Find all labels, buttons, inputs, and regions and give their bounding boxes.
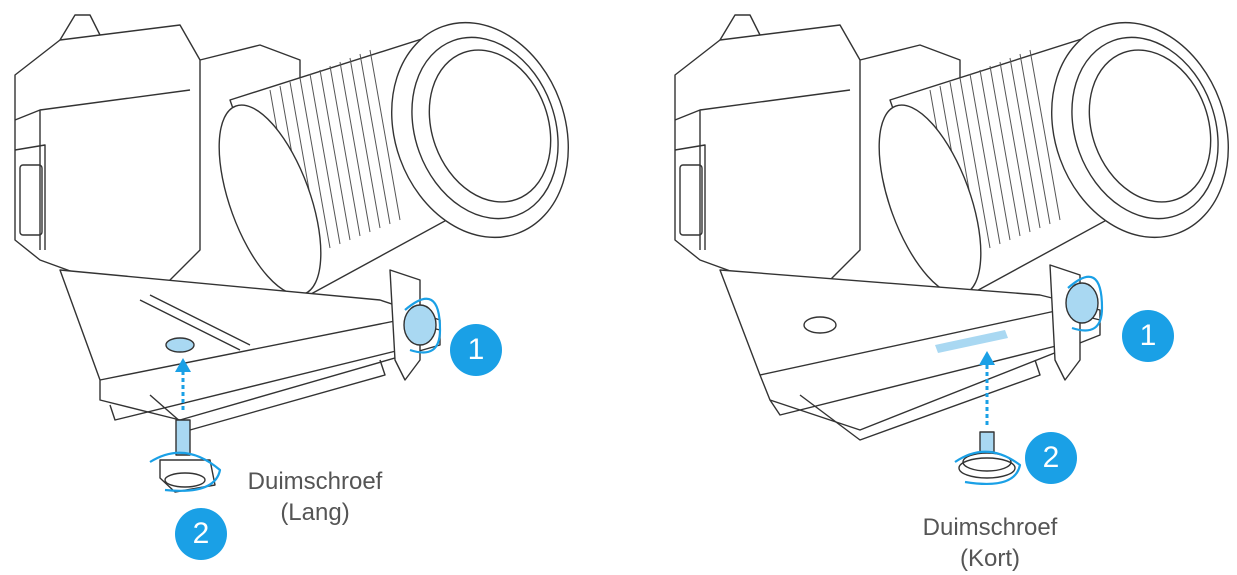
step-2-badge: 2 [175, 508, 227, 560]
rotate-arrow-icon [954, 450, 1022, 486]
dotted-arrow-icon [175, 358, 191, 410]
rotate-arrow-icon [149, 451, 222, 492]
step-1-badge: 1 [1122, 310, 1174, 362]
caption-line-2: (Lang) [280, 499, 350, 526]
thumbscrew-caption: Duimschroef (Kort) [905, 512, 1075, 574]
panel-short-thumbscrew: 1 2 Duimschroef (Kort) [620, 0, 1237, 575]
quick-release-plate-icon [59, 269, 441, 431]
caption-line-2: (Kort) [960, 545, 1020, 572]
camera-illustration-left [14, 14, 569, 493]
quick-release-plate-icon [719, 264, 1101, 441]
knob-icon [403, 297, 442, 354]
panel-long-thumbscrew: 1 2 Duimschroef (Lang) [0, 0, 600, 575]
camera-illustration-right [674, 14, 1229, 486]
step-2-badge: 2 [1025, 432, 1077, 484]
knob-icon [1065, 275, 1104, 332]
lens-icon [218, 21, 569, 301]
thumbscrew-icon [149, 419, 222, 493]
thumbscrew-icon [954, 431, 1022, 486]
lens-icon [878, 21, 1229, 301]
step-1-badge: 1 [450, 324, 502, 376]
dotted-arrow-icon [979, 351, 995, 425]
caption-line-1: Duimschroef [247, 468, 383, 495]
caption-line-1: Duimschroef [922, 514, 1058, 541]
thumbscrew-caption: Duimschroef (Lang) [230, 466, 400, 528]
